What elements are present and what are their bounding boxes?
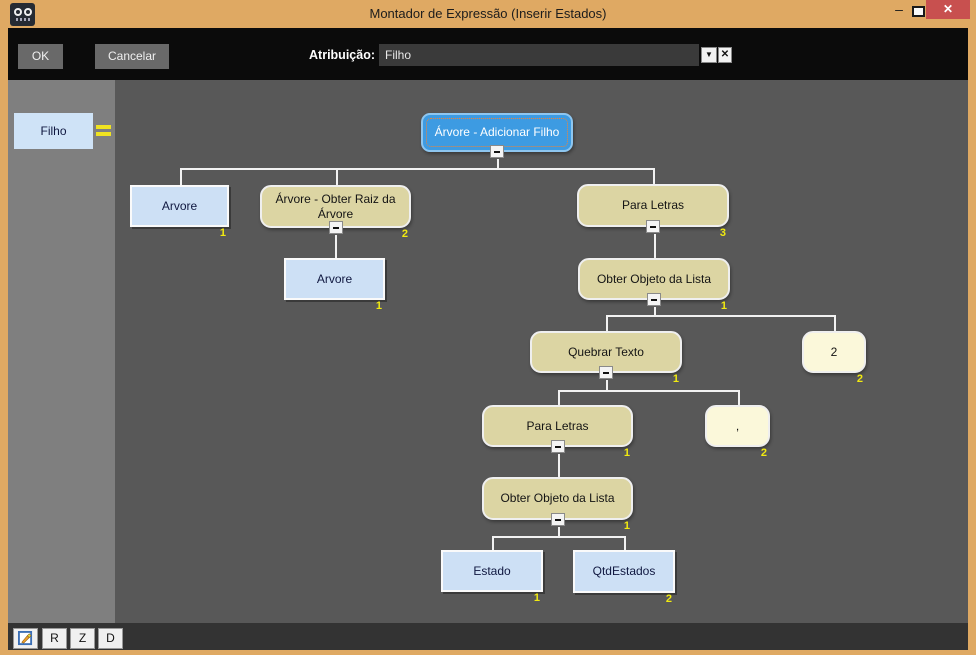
tree-node-paraLetras1[interactable]: Para Letras 1 <box>482 405 633 459</box>
node-label: 2 <box>830 344 838 359</box>
connector-line <box>624 536 626 550</box>
arg-index-label: 2 <box>401 228 408 241</box>
window-title: Montador de Expressão (Inserir Estados) <box>369 6 607 21</box>
node-label: Obter Objeto da Lista <box>500 491 615 505</box>
collapse-minus-button[interactable] <box>646 220 660 233</box>
arg-index-label: 2 <box>760 447 767 460</box>
z-button[interactable]: Z <box>70 628 95 649</box>
attribution-label: Atribuição: <box>309 48 375 62</box>
toolbar: OK Cancelar Atribuição: Filho ▼ ✕ <box>8 28 968 80</box>
r-button[interactable]: R <box>42 628 67 649</box>
arg-index-label: 1 <box>375 300 382 313</box>
tree-node-qtdEstados[interactable]: QtdEstados 2 <box>573 550 675 605</box>
tree-node-arvore2[interactable]: Arvore 1 <box>284 258 385 312</box>
connector-line <box>834 315 836 331</box>
connector-line <box>557 454 560 477</box>
result-variable-box[interactable]: Filho <box>14 113 93 149</box>
node-label: Estado <box>473 563 511 578</box>
node-label: Para Letras <box>621 198 685 212</box>
node-label: Árvore - Adicionar Filho <box>434 125 560 139</box>
node-label: Arvore <box>161 198 198 213</box>
connector-line <box>557 390 740 392</box>
title-bar: Montador de Expressão (Inserir Estados) … <box>0 0 976 28</box>
collapse-minus-button[interactable] <box>328 221 343 234</box>
node-label: Quebrar Texto <box>568 344 644 359</box>
node-label: Obter Objeto da Lista <box>596 271 712 286</box>
connector-line <box>492 536 626 538</box>
connector-line <box>654 234 656 258</box>
connector-line <box>334 235 337 258</box>
connector-line <box>737 390 740 405</box>
app-robot-icon <box>10 3 35 26</box>
collapse-minus-button[interactable] <box>550 513 565 526</box>
node-label: Arvore <box>316 271 353 286</box>
connector-line <box>606 380 608 390</box>
ok-button[interactable]: OK <box>18 44 63 69</box>
combobox-dropdown-icon[interactable]: ▼ <box>701 47 717 63</box>
tree-node-obterRaiz[interactable]: Árvore - Obter Raiz da Árvore 2 <box>260 185 411 240</box>
edit-icon-button[interactable] <box>13 628 38 649</box>
collapse-minus-button[interactable] <box>599 366 613 379</box>
connector-line <box>179 168 182 185</box>
collapse-minus-button[interactable] <box>490 145 504 158</box>
collapse-minus-button[interactable] <box>647 293 661 306</box>
arg-index-label: 1 <box>623 447 630 460</box>
bottom-toolbar: R Z D <box>8 623 968 650</box>
arg-index-label: 1 <box>672 373 679 386</box>
minimize-button[interactable]: – <box>895 1 903 17</box>
tree-node-objLista1[interactable]: Obter Objeto da Lista 1 <box>578 258 730 312</box>
d-button[interactable]: D <box>98 628 123 649</box>
arg-index-label: 1 <box>720 300 727 313</box>
tree-node-paraLetras3[interactable]: Para Letras 3 <box>577 184 729 239</box>
connector-line <box>606 315 836 317</box>
arg-index-label: 2 <box>665 593 672 606</box>
connector-line <box>179 168 655 170</box>
connector-line <box>654 307 656 315</box>
tree-node-litComma[interactable]: ,2 <box>705 405 770 459</box>
combobox-clear-icon[interactable]: ✕ <box>718 47 732 63</box>
node-label: Árvore - Obter Raiz da Árvore <box>275 191 396 221</box>
maximize-button[interactable] <box>912 6 925 17</box>
tree-node-quebrarTexto[interactable]: Quebrar Texto 1 <box>530 331 682 385</box>
connector-line <box>557 527 560 536</box>
connector-line <box>653 168 655 184</box>
connector-line <box>492 536 494 550</box>
tree-node-arvore1[interactable]: Arvore 1 <box>130 185 229 239</box>
tree-node-estado[interactable]: Estado 1 <box>441 550 543 604</box>
connector-line <box>606 315 608 331</box>
arg-index-label: 2 <box>856 373 863 386</box>
result-sidebar: Filho <box>8 80 115 623</box>
node-label: QtdEstados <box>592 564 656 578</box>
arg-index-label: 1 <box>623 520 630 533</box>
connector-line <box>497 159 499 168</box>
arg-index-label: 1 <box>533 592 540 605</box>
attribution-combobox[interactable]: Filho <box>379 44 699 66</box>
close-button[interactable]: ✕ <box>926 0 970 19</box>
cancel-button[interactable]: Cancelar <box>95 44 169 69</box>
arg-index-label: 1 <box>219 227 226 240</box>
tree-node-root[interactable]: Árvore - Adicionar Filho <box>421 113 573 158</box>
equals-icon <box>96 125 111 139</box>
collapse-minus-button[interactable] <box>550 440 565 453</box>
node-label: , <box>735 418 740 433</box>
node-label: Para Letras <box>526 418 589 433</box>
connector-line <box>557 390 560 405</box>
selection-outline <box>426 118 568 147</box>
tree-node-objLista2[interactable]: Obter Objeto da Lista 1 <box>482 477 633 532</box>
arg-index-label: 3 <box>719 227 726 240</box>
connector-line <box>335 168 338 185</box>
